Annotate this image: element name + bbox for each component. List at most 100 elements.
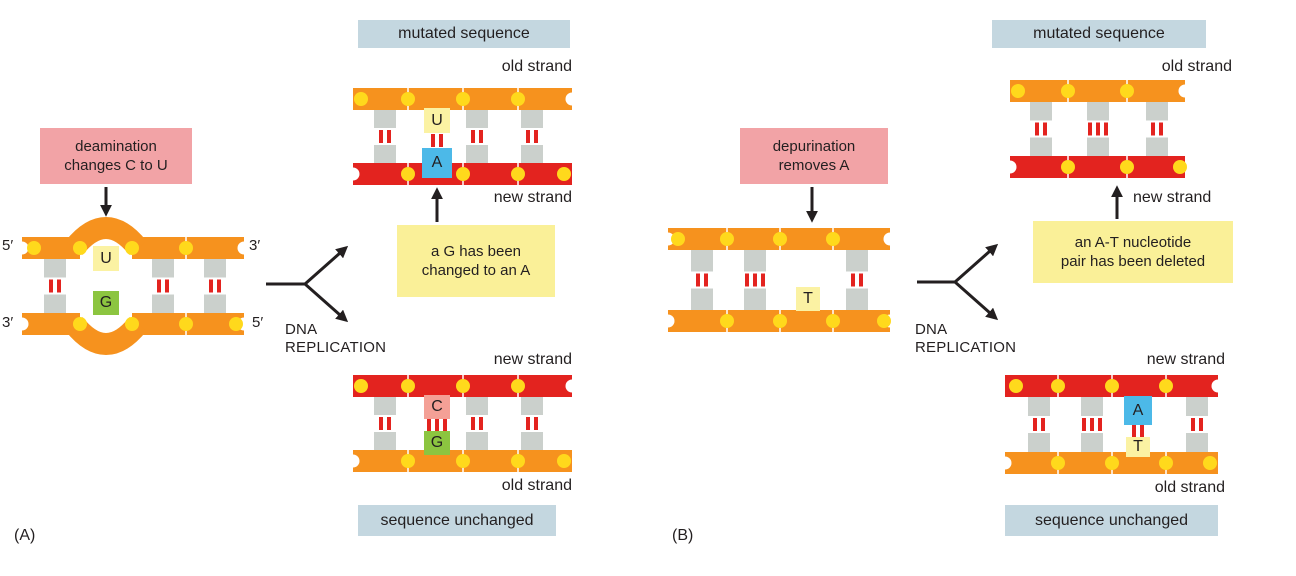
hydrogen-bond-tick xyxy=(859,273,863,287)
connector-bond-gap xyxy=(466,415,488,432)
connector-bond-gap xyxy=(374,128,396,145)
cause-line-1: deamination xyxy=(75,138,157,155)
phosphate-circle xyxy=(125,317,139,331)
connector-bond-gap xyxy=(1030,120,1052,138)
phosphate-circle xyxy=(1105,379,1119,393)
phosphate-circle xyxy=(511,92,525,106)
mutated-sequence-header-b: mutated sequence xyxy=(992,20,1206,48)
phosphate-circle xyxy=(1051,456,1065,470)
old-strand-label-b-unchanged: old strand xyxy=(1154,479,1225,496)
phosphate-circle xyxy=(229,317,243,331)
dna-replication-label-b: DNA REPLICATION xyxy=(915,321,1045,357)
hydrogen-bond-tick xyxy=(1035,122,1039,136)
hydrogen-bond-tick xyxy=(704,273,708,287)
phosphate-circle xyxy=(1061,84,1075,98)
hydrogen-bond-tick xyxy=(1088,122,1092,136)
hydrogen-bond-tick xyxy=(745,273,749,287)
connector-bond-gap xyxy=(1146,120,1168,138)
hydrogen-bond-tick xyxy=(431,134,435,147)
phosphate-circle xyxy=(73,241,87,255)
connector-bond-gap xyxy=(846,271,868,289)
dna-duplex-b-source xyxy=(661,228,897,332)
hydrogen-bond-tick xyxy=(1151,122,1155,136)
base-U-source-a: U xyxy=(93,246,119,271)
sequence-unchanged-header-a: sequence unchanged xyxy=(358,505,556,536)
dna-replication-b-line-2: REPLICATION xyxy=(915,339,1017,356)
strand-end-notch xyxy=(346,454,360,468)
prime-label-5-top-left: 5′ xyxy=(2,237,14,254)
depurination-cause-box: depurination removes A xyxy=(740,128,888,184)
strand-end-notch xyxy=(661,232,675,246)
mutation-callout-b: an A-T nucleotide pair has been deleted xyxy=(1033,221,1233,283)
dna-replication-line-2: REPLICATION xyxy=(285,339,387,356)
strand-end-notch xyxy=(1178,84,1192,98)
connector-bond-gap xyxy=(374,415,396,432)
callout-a-line-2: changed to an A xyxy=(421,262,531,279)
phosphate-circle xyxy=(354,379,368,393)
base-T-unchanged-b: T xyxy=(1126,437,1150,457)
hydrogen-bond-tick xyxy=(1090,418,1094,431)
phosphate-circle xyxy=(557,454,571,468)
hydrogen-bond-tick xyxy=(157,279,161,293)
strand-end-notch xyxy=(15,317,29,331)
strand-segment xyxy=(1010,156,1185,178)
hydrogen-bond-tick xyxy=(1104,122,1108,136)
hydrogen-bond-tick xyxy=(1159,122,1163,136)
hydrogen-bond-tick xyxy=(1132,424,1136,438)
strand-end-notch xyxy=(1003,160,1017,174)
replication-fork-upper-arrow-b xyxy=(954,243,999,284)
new-strand-label-b-mutated: new strand xyxy=(1133,189,1212,206)
base-U-mutated-a: U xyxy=(424,108,450,133)
phosphate-circle xyxy=(1120,160,1134,174)
dna-duplex-b-mutated xyxy=(1003,80,1192,178)
connector-bond-gap xyxy=(1028,416,1050,433)
hydrogen-bond-tick xyxy=(387,130,391,143)
old-strand-label-b-mutated: old strand xyxy=(1161,58,1232,75)
strand-bulge xyxy=(65,316,147,355)
phosphate-circle xyxy=(456,379,470,393)
new-strand-label-b-unchanged: new strand xyxy=(1146,351,1225,368)
phosphate-circle xyxy=(557,167,571,181)
hydrogen-bond-tick xyxy=(1033,418,1037,431)
phosphate-circle xyxy=(1105,456,1119,470)
deamination-cause-box: deamination changes C to U xyxy=(40,128,192,184)
new-strand-label-a-mutated: new strand xyxy=(493,189,572,206)
connector-bond-gap xyxy=(466,128,488,145)
cause-line-2: changes C to U xyxy=(64,157,168,174)
hydrogen-bond-tick xyxy=(57,279,61,293)
connector-bond-gap xyxy=(204,277,226,295)
strand-segment xyxy=(1010,80,1185,102)
connector-bond-gap xyxy=(521,415,543,432)
old-strand-label-a-unchanged: old strand xyxy=(501,477,572,494)
hydrogen-bond-tick xyxy=(851,273,855,287)
connector-bond-gap xyxy=(521,128,543,145)
hydrogen-bond-tick xyxy=(479,417,483,430)
phosphate-circle xyxy=(1159,456,1173,470)
phosphate-circle xyxy=(456,167,470,181)
hydrogen-bond-tick xyxy=(217,279,221,293)
hydrogen-bond-tick xyxy=(761,273,765,287)
phosphate-circle xyxy=(179,317,193,331)
phosphate-circle xyxy=(401,92,415,106)
callout-a-line-1: a G has been xyxy=(430,243,522,260)
phosphate-circle xyxy=(877,314,891,328)
hydrogen-bond-tick xyxy=(526,417,530,430)
dna-duplex-b-unchanged xyxy=(998,375,1225,474)
hydrogen-bond-tick xyxy=(479,130,483,143)
phosphate-circle xyxy=(401,379,415,393)
hydrogen-bond-tick xyxy=(443,418,447,432)
prime-label-3-top-right: 3′ xyxy=(249,237,261,254)
base-T-source-b: T xyxy=(796,287,820,311)
hydrogen-bond-tick xyxy=(1098,418,1102,431)
hydrogen-bond-tick xyxy=(435,418,439,432)
phosphate-circle xyxy=(773,232,787,246)
hydrogen-bond-tick xyxy=(534,417,538,430)
hydrogen-bond-tick xyxy=(534,130,538,143)
replication-fork-lower-arrow-b xyxy=(954,280,999,321)
hydrogen-bond-tick xyxy=(696,273,700,287)
hydrogen-bond-tick xyxy=(209,279,213,293)
hydrogen-bond-tick xyxy=(439,134,443,147)
strand-end-notch xyxy=(565,92,579,106)
panel-label-b: (B) xyxy=(672,527,694,544)
